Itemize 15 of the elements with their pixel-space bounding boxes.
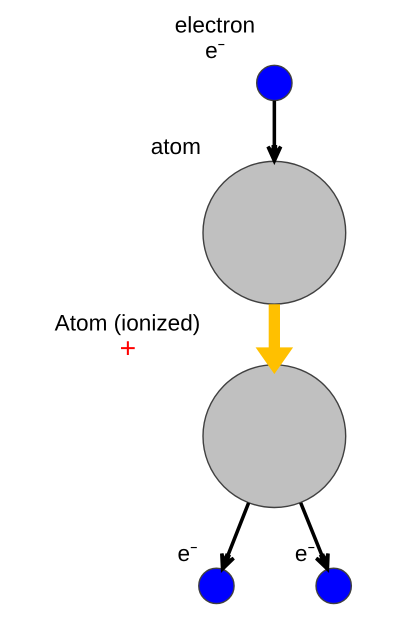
arrow bbox=[266, 100, 282, 163]
node-circle bbox=[202, 364, 346, 508]
arrow bbox=[220, 502, 250, 571]
node-circle bbox=[198, 568, 234, 604]
node-label: electron bbox=[174, 12, 255, 38]
node-circle bbox=[202, 160, 346, 305]
node-circle bbox=[314, 568, 352, 604]
node-label: atom bbox=[150, 134, 200, 160]
arrow bbox=[255, 304, 293, 374]
node-label: Atom (ionized) bbox=[54, 310, 200, 336]
arrow bbox=[298, 502, 330, 571]
node-circle bbox=[255, 64, 292, 102]
node-label: e⁻ bbox=[294, 540, 315, 566]
node-label: e⁻ bbox=[177, 540, 198, 566]
node-label: e⁻ bbox=[204, 38, 226, 63]
